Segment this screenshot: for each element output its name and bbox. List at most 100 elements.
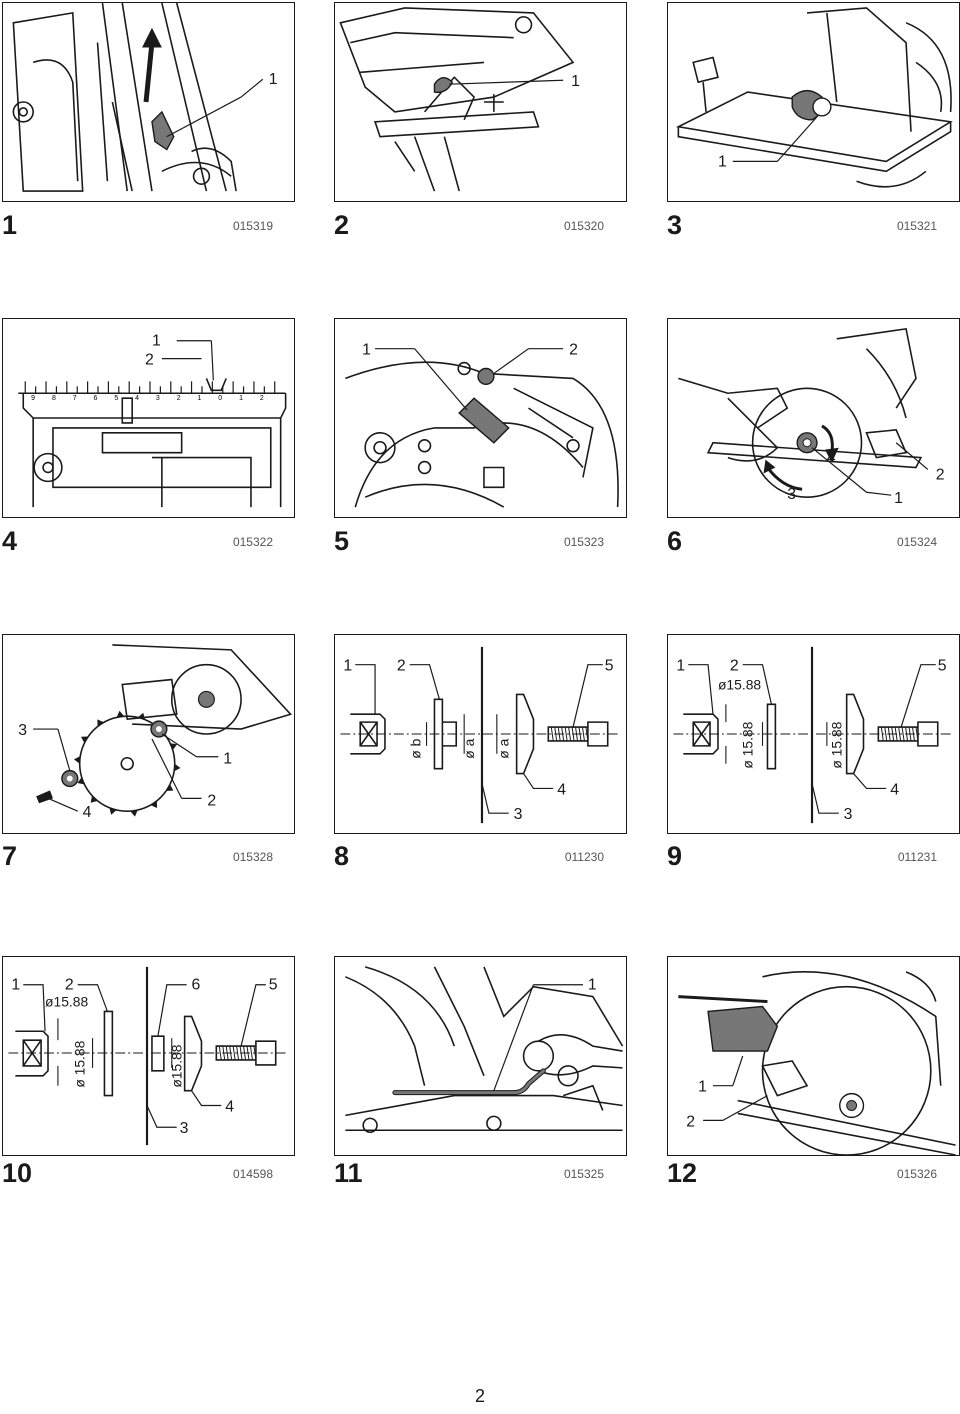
figure-6-callout-2: 2	[936, 466, 945, 483]
bolt-thread-line	[575, 726, 579, 742]
figure-6-code: 015324	[896, 535, 937, 549]
dust-nozzle-drawing: 1 2	[678, 971, 956, 1155]
scale-label: 3	[156, 395, 160, 402]
saw-lever-drawing: 1	[12, 3, 278, 192]
saw-tooth	[97, 719, 104, 727]
figure-1-number: 1	[2, 210, 18, 240]
figure-9-callout-1: 1	[676, 658, 685, 675]
figure-3-callout-1: 1	[718, 153, 727, 170]
bolt-thread-line	[894, 726, 898, 742]
saw-tooth	[170, 743, 178, 751]
figure-5-callout-1: 1	[362, 342, 371, 359]
figure-6-number: 6	[667, 526, 683, 556]
bolt-thread-line	[239, 1046, 243, 1061]
scale-label: 7	[73, 395, 77, 402]
figure-7-callout-1: 1	[223, 751, 232, 768]
scale-label: 1	[198, 395, 202, 402]
figure-2-callout-1: 1	[571, 73, 580, 90]
bolt-thread-line	[571, 726, 575, 742]
figure-8-callout-1: 1	[343, 658, 352, 675]
bolt-thread-line	[891, 726, 895, 742]
figure-9-dim-flange: ø 15.88	[740, 721, 756, 768]
scale-label: 4	[135, 395, 139, 402]
flange-15-88-drawing: ø15.88 ø 15.88 ø 15.88 1 2 5 4 3	[673, 646, 951, 823]
bolt-thread-line	[232, 1046, 236, 1061]
bolt-thread-line	[905, 726, 909, 742]
figure-4-callout-1: 1	[152, 333, 161, 350]
figure-10-dim-flange: ø 15.88	[72, 1040, 88, 1087]
scale-label: 6	[94, 395, 98, 402]
figure-3-code: 015321	[896, 219, 937, 233]
figure-10-callout-2: 2	[65, 977, 74, 994]
saw-tooth	[174, 763, 181, 772]
bolt-thread-line	[554, 726, 558, 742]
bolt-thread-line	[229, 1046, 233, 1061]
saw-tooth	[77, 777, 85, 785]
figure-1-callout-1: 1	[269, 71, 278, 88]
bolt-thread-line	[249, 1046, 253, 1061]
bolt-thread-line	[901, 726, 905, 742]
figure-7-callout-2: 2	[207, 792, 216, 809]
bolt-thread-line	[225, 1046, 229, 1061]
figure-8-callout-4: 4	[557, 781, 566, 798]
figure-10-callout-5: 5	[269, 977, 278, 994]
bolt-thread-line	[253, 1046, 257, 1061]
bolt-thread-line	[564, 726, 568, 742]
flange-assembly-drawing: ø b ø a ø a 1 2 5 4 3	[340, 646, 618, 823]
ring-flange-drawing: ø15.88 ø 15.88 ø15.88 1 2 6 5 4 3	[8, 966, 286, 1146]
bolt-thread-line	[912, 726, 915, 742]
figure-8-code: 011230	[564, 850, 604, 864]
bolt-thread-line	[550, 726, 554, 742]
scale-label: 2	[260, 395, 264, 402]
figure-12-number: 12	[667, 1158, 698, 1188]
bolt-thread-line	[880, 726, 884, 742]
figure-9-dim-top: ø15.88	[718, 676, 761, 692]
figure-12-callout-1: 1	[698, 1079, 707, 1096]
scale-label: 2	[177, 395, 181, 402]
figure-2-number: 2	[334, 210, 350, 240]
bolt-thread-line	[898, 726, 902, 742]
figure-11-callout-1: 1	[588, 977, 597, 994]
figure-11-code: 015325	[563, 1167, 604, 1181]
figure-12-callout-2: 2	[686, 1113, 695, 1130]
figure-10-number: 10	[2, 1158, 33, 1188]
scale-label: 0	[218, 395, 222, 402]
scale-label: 8	[52, 395, 56, 402]
saw-tooth	[130, 810, 138, 817]
figure-5-code: 015323	[563, 535, 604, 549]
figure-10-dim-ring: ø15.88	[169, 1044, 185, 1087]
hex-wrench-storage-drawing: 1	[345, 966, 624, 1134]
figure-1-illustration: 1	[2, 2, 295, 202]
figure-8-callout-3: 3	[514, 806, 523, 823]
figure-12-illustration: 1 2	[667, 956, 960, 1156]
bolt-thread-line	[557, 726, 561, 742]
saw-tooth	[109, 807, 117, 815]
saw-tooth	[150, 800, 158, 809]
figure-4-number: 4	[2, 526, 18, 556]
lock-button-drawing: 1 2	[345, 342, 619, 508]
figure-10-callout-1: 1	[11, 977, 20, 994]
blade-parts-exploded-drawing: 3 1 4 2	[18, 644, 293, 821]
saw-tooth	[81, 736, 89, 744]
bolt-thread-line	[236, 1046, 240, 1061]
figure-7-callout-3: 3	[18, 722, 27, 739]
bolt-thread-line	[884, 726, 888, 742]
figure-5-illustration: 1 2	[334, 318, 627, 518]
figure-10-callout-6: 6	[192, 977, 201, 994]
scale-label: 1	[239, 395, 243, 402]
saw-tooth	[90, 795, 98, 803]
figure-6-callout-4: 4	[827, 450, 836, 467]
figure-10-dim-top: ø15.88	[45, 994, 88, 1010]
figure-8-number: 8	[334, 841, 350, 871]
figure-4-code: 015322	[232, 535, 273, 549]
figure-3-number: 3	[667, 210, 683, 240]
bolt-thread-line	[908, 726, 912, 742]
figure-9-number: 9	[667, 841, 683, 871]
saw-tooth	[137, 712, 146, 720]
figure-9-dim-outer: ø 15.88	[829, 721, 845, 768]
shoe-adjust-drawing: 1	[339, 7, 580, 192]
figure-8-dim-a2: ø a	[496, 738, 512, 758]
figure-6-callout-1: 1	[894, 490, 903, 507]
